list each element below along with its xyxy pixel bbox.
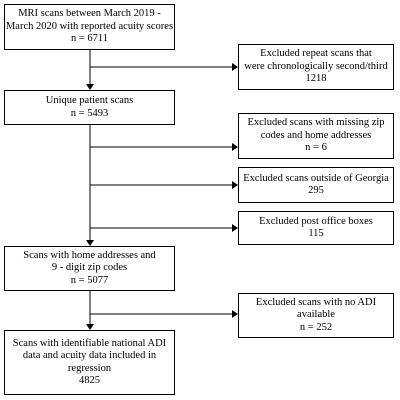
arrowhead-to-pobox-exclusion [232,224,238,232]
home-addresses-line1: Scans with home addresses and [23,249,156,261]
unique-scans-count: n = 5493 [70,107,109,119]
repeat-exclusion-count: 1218 [305,73,327,85]
adi-exclusion-line2: available [297,309,335,321]
final-line1: Scans with identifiable national ADI [12,337,167,349]
georgia-exclusion-line1: Excluded scans outside of Georgia [243,172,389,184]
arrowhead-to-final [86,324,94,330]
missing-zip-exclusion-box: Excluded scans with missing zip codes an… [238,113,394,159]
no-adi-exclusion-box: Excluded scans with no ADI available n =… [238,293,394,338]
home-addresses-count: n = 5077 [70,274,109,286]
mri-scans-line1: MRI scans between March 2019 - [18,8,161,20]
adi-exclusion-line1: Excluded scans with no ADI [255,296,377,308]
repeat-exclusion-line1: Excluded repeat scans that [260,48,372,60]
mri-scans-box: MRI scans between March 2019 - March 202… [4,4,175,50]
final-line3: regression [67,362,112,374]
outside-georgia-exclusion-box: Excluded scans outside of Georgia 295 [238,167,394,203]
final-line2: data and acuity data included in [22,350,157,361]
home-addresses-box: Scans with home addresses and 9 - digit … [4,246,175,291]
adi-exclusion-count: n = 252 [299,321,333,333]
repeat-exclusion-line2: were chronologically second/third [244,60,388,72]
arrowhead-to-unique [86,84,94,90]
unique-scans-box: Unique patient scans n = 5493 [4,90,175,125]
mri-scans-line2: March 2020 with reported acuity scores [5,20,174,32]
mri-scans-count: n = 6711 [70,33,109,45]
pobox-exclusion-line1: Excluded post office boxes [259,215,373,227]
po-box-exclusion-box: Excluded post office boxes 115 [238,211,394,245]
arrowhead-to-repeat-exclusion [232,63,238,71]
unique-scans-line1: Unique patient scans [45,95,134,106]
zip-exclusion-count: n = 6 [305,142,327,154]
zip-exclusion-line2: codes and home addresses [260,129,372,141]
arrowhead-to-homes [86,240,94,246]
arrowhead-to-georgia-exclusion [232,181,238,189]
final-count: 4825 [79,375,100,386]
repeat-scans-exclusion-box: Excluded repeat scans that were chronolo… [238,44,394,90]
pobox-exclusion-count: 115 [308,228,324,239]
home-addresses-line2: 9 - digit zip codes [51,262,128,274]
georgia-exclusion-count: 295 [308,185,324,196]
arrowhead-to-adi-exclusion [232,310,238,318]
final-regression-box: Scans with identifiable national ADI dat… [4,330,175,395]
zip-exclusion-line1: Excluded scans with missing zip [247,117,385,129]
arrowhead-to-zip-exclusion [232,143,238,151]
